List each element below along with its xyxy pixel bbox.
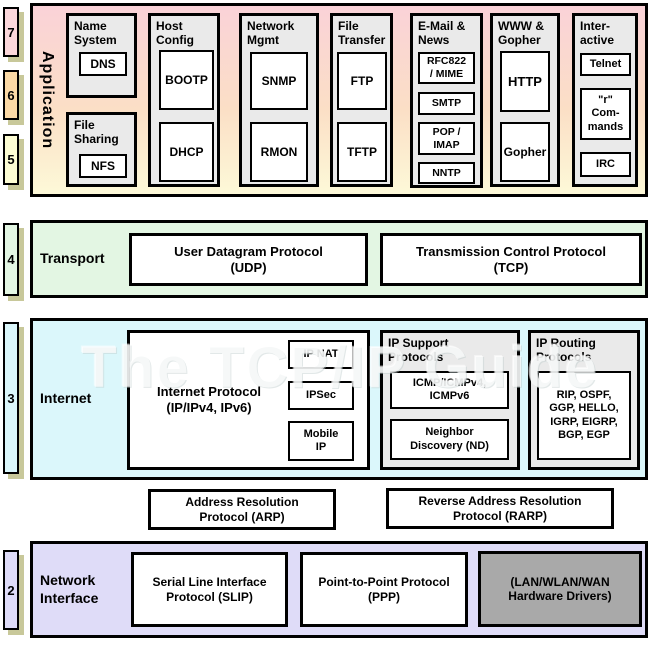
application-layer-label: Application — [39, 50, 56, 150]
group-network-mgmt-title: Network Mgmt — [247, 19, 295, 48]
protocol-udp: User Datagram Protocol (UDP) — [129, 233, 368, 286]
protocol-rfc822-mime: RFC822 / MIME — [418, 52, 475, 84]
protocol-neighbor-discovery: Neighbor Discovery (ND) — [390, 419, 509, 460]
protocol-pop-imap: POP / IMAP — [418, 122, 475, 155]
protocol-arp: Address Resolution Protocol (ARP) — [148, 489, 336, 530]
group-email-news-title: E-Mail & News — [418, 19, 466, 48]
protocol-icmp: ICMP/ICMPv4, ICMPv6 — [390, 371, 509, 409]
protocol-rarp: Reverse Address Resolution Protocol (RAR… — [386, 488, 614, 529]
protocol-dns: DNS — [79, 52, 127, 76]
protocol-ppp: Point-to-Point Protocol (PPP) — [300, 552, 468, 627]
group-name-system-title: Name System — [74, 19, 117, 48]
layer-number-3: 3 — [3, 322, 19, 474]
protocol-smtp: SMTP — [418, 92, 475, 115]
protocol-irc: IRC — [580, 152, 631, 177]
protocol-ip-label: Internet Protocol (IP/IPv4, IPv6) — [156, 383, 261, 415]
network-interface-layer-label: Network Interface — [40, 572, 99, 606]
protocol-dhcp: DHCP — [159, 122, 214, 182]
transport-layer-label: Transport — [40, 250, 105, 267]
protocol-tcp: Transmission Control Protocol (TCP) — [380, 233, 642, 286]
protocol-hardware-drivers: (LAN/WLAN/WAN Hardware Drivers) — [478, 551, 642, 627]
protocol-tftp: TFTP — [337, 122, 387, 182]
group-interactive-title: Inter- active — [580, 19, 615, 48]
protocol-mobile-ip: Mobile IP — [288, 421, 354, 461]
protocol-r-commands: "r" Com- mands — [580, 88, 631, 140]
group-ip-routing-title: IP Routing Protocols — [536, 336, 596, 365]
protocol-ip-nat: IP NAT — [288, 340, 354, 369]
protocol-bootp: BOOTP — [159, 50, 214, 110]
layer-number-5: 5 — [3, 134, 19, 185]
protocol-http: HTTP — [500, 51, 550, 112]
internet-layer-label: Internet — [40, 390, 92, 407]
layer-number-4: 4 — [3, 223, 19, 296]
layer-number-6: 6 — [3, 70, 19, 120]
protocol-ftp: FTP — [337, 52, 387, 110]
group-host-config-title: Host Config — [156, 19, 194, 48]
group-file-sharing-title: File Sharing — [74, 118, 119, 147]
group-www-gopher-title: WWW & Gopher — [498, 19, 544, 48]
protocol-routing-list: RIP, OSPF, GGP, HELLO, IGRP, EIGRP, BGP,… — [537, 371, 631, 460]
layer-number-2: 2 — [3, 550, 19, 630]
protocol-nfs: NFS — [79, 154, 127, 178]
protocol-ipsec: IPSec — [288, 381, 354, 410]
protocol-rmon: RMON — [250, 122, 308, 182]
group-ip-support-title: IP Support Protocols — [388, 336, 449, 365]
protocol-nntp: NNTP — [418, 162, 475, 184]
layer-number-7: 7 — [3, 7, 19, 57]
group-file-transfer-title: File Transfer — [338, 19, 386, 48]
protocol-slip: Serial Line Interface Protocol (SLIP) — [131, 552, 288, 627]
protocol-snmp: SNMP — [250, 52, 308, 110]
protocol-gopher: Gopher — [500, 122, 550, 182]
protocol-telnet: Telnet — [580, 53, 631, 76]
